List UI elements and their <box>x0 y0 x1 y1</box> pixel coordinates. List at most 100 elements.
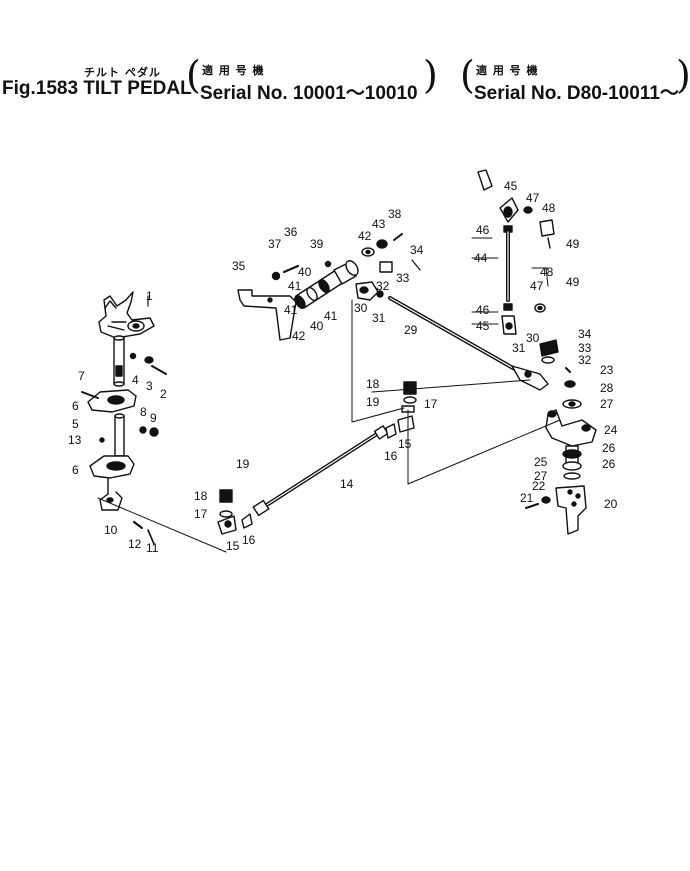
callout-18a: 18 <box>194 489 208 503</box>
callout-6b: 6 <box>72 463 79 477</box>
callout-19a: 19 <box>236 457 250 471</box>
upper-bracket <box>81 389 137 413</box>
lower-bracket <box>89 455 155 545</box>
callout-46b: 46 <box>476 303 490 317</box>
callout-25: 25 <box>534 455 548 469</box>
washer-stack <box>361 233 421 273</box>
callout-3: 3 <box>146 379 153 393</box>
figure-title: Fig.1583 TILT PEDAL <box>2 78 192 99</box>
tilt-pedal <box>98 291 155 339</box>
base-bracket <box>525 485 587 535</box>
pedal-shaft <box>113 335 125 387</box>
callout-33a: 33 <box>396 271 410 285</box>
callout-10: 10 <box>104 523 118 537</box>
close-paren-2: ) <box>676 53 690 97</box>
callout-48a: 48 <box>542 201 556 215</box>
callout-32a: 32 <box>376 279 390 293</box>
callout-20: 20 <box>604 497 618 511</box>
jp-serial-label-1: 適 用 号 機 <box>202 64 265 77</box>
callout-49b: 49 <box>566 275 580 289</box>
callout-26b: 26 <box>602 457 616 471</box>
callout-34a: 34 <box>410 243 424 257</box>
callout-7: 7 <box>78 369 85 383</box>
bell-crank <box>539 339 597 480</box>
open-paren-2: ( <box>460 53 475 97</box>
right-rod-end <box>385 381 417 439</box>
callout-43: 43 <box>372 217 386 231</box>
close-paren-1: ) <box>423 53 438 97</box>
callout-18b: 18 <box>366 377 380 391</box>
jp-title: チルト ペダル <box>84 66 161 79</box>
callout-30a: 30 <box>354 301 368 315</box>
callout-36: 36 <box>284 225 298 239</box>
callout-46a: 46 <box>476 223 490 237</box>
callout-41c: 41 <box>324 309 338 323</box>
callout-labels: 1 2 3 4 5 6 6 7 8 9 10 11 12 13 14 15 15… <box>68 179 618 555</box>
callout-45b: 45 <box>476 319 490 333</box>
callout-42b: 42 <box>358 229 372 243</box>
bolt-small <box>129 352 167 375</box>
callout-40a: 40 <box>298 265 312 279</box>
callout-12: 12 <box>128 537 142 551</box>
lever-arm-upper <box>355 281 384 301</box>
callout-4: 4 <box>132 373 139 387</box>
callout-32b: 32 <box>578 353 592 367</box>
callout-9: 9 <box>150 411 157 425</box>
callout-33b: 33 <box>578 341 592 355</box>
callout-31a: 31 <box>372 311 386 325</box>
callout-6a: 6 <box>72 399 79 413</box>
serial-range-2: Serial No. D80-10011～ <box>474 83 679 104</box>
callout-27b: 27 <box>534 469 548 483</box>
jp-serial-label-2: 適 用 号 機 <box>476 64 539 77</box>
leader-lines <box>97 237 561 553</box>
callout-40b: 40 <box>310 319 324 333</box>
shaft-assembly <box>294 260 359 309</box>
open-paren-1: ( <box>186 53 201 97</box>
callout-16a: 16 <box>242 533 256 547</box>
callout-30b: 30 <box>526 331 540 345</box>
callout-31b: 31 <box>512 341 526 355</box>
callout-45a: 45 <box>504 179 518 193</box>
callout-29: 29 <box>404 323 418 337</box>
left-rod-end <box>217 489 253 535</box>
callout-42a: 42 <box>292 329 306 343</box>
long-rod <box>388 296 549 391</box>
callout-22: 22 <box>532 479 546 493</box>
callout-14: 14 <box>340 477 354 491</box>
callout-47a: 47 <box>526 191 540 205</box>
callout-19b: 19 <box>366 395 380 409</box>
callout-41a: 41 <box>288 279 302 293</box>
callout-24: 24 <box>604 423 618 437</box>
callout-41b: 41 <box>284 303 298 317</box>
callout-48b: 48 <box>540 265 554 279</box>
callout-47b: 47 <box>530 279 544 293</box>
callout-26a: 26 <box>602 441 616 455</box>
lower-rod <box>252 425 389 517</box>
vertical-rod <box>477 169 555 335</box>
callout-34b: 34 <box>578 327 592 341</box>
callout-44: 44 <box>474 251 488 265</box>
callout-8: 8 <box>140 405 147 419</box>
callout-5: 5 <box>72 417 79 431</box>
callout-21: 21 <box>520 491 534 505</box>
callout-49a: 49 <box>566 237 580 251</box>
callout-15a: 15 <box>226 539 240 553</box>
callout-13: 13 <box>68 433 82 447</box>
callout-27a: 27 <box>600 397 614 411</box>
callout-38: 38 <box>388 207 402 221</box>
callout-16b: 16 <box>384 449 398 463</box>
callout-17b: 17 <box>424 397 438 411</box>
callout-2: 2 <box>160 387 167 401</box>
callout-37: 37 <box>268 237 282 251</box>
callout-28: 28 <box>600 381 614 395</box>
callout-15b: 15 <box>398 437 412 451</box>
callout-23: 23 <box>600 363 614 377</box>
callout-17a: 17 <box>194 507 208 521</box>
callout-35: 35 <box>232 259 246 273</box>
callout-1: 1 <box>146 289 153 303</box>
callout-39: 39 <box>310 237 324 251</box>
callout-11: 11 <box>146 541 159 555</box>
mount-bracket <box>237 264 300 341</box>
